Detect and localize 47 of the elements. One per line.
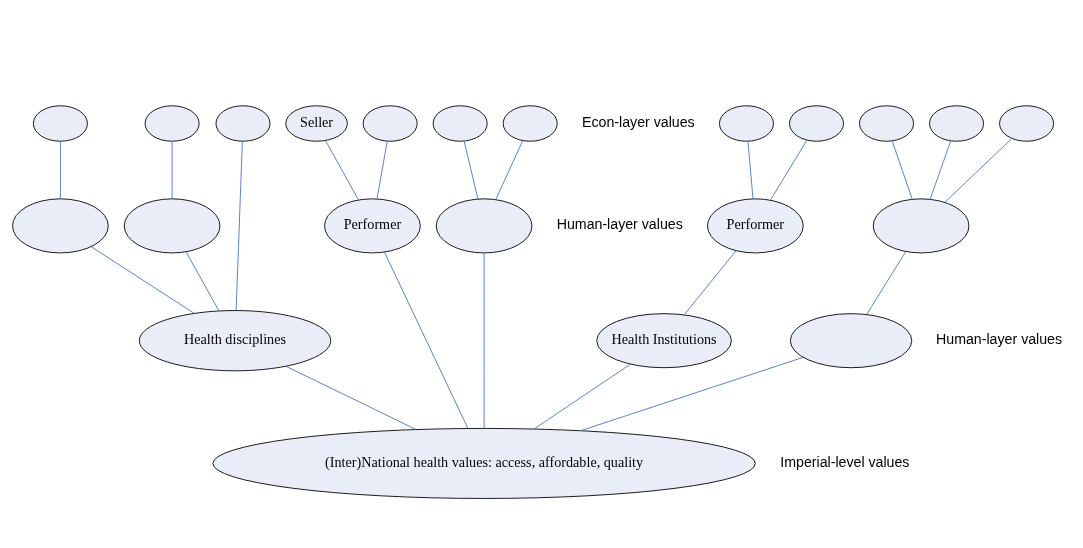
node-ellipse xyxy=(123,198,221,254)
connector xyxy=(483,252,485,429)
connector xyxy=(171,141,173,200)
node-ellipse xyxy=(859,105,914,142)
connector xyxy=(891,140,913,200)
node-ellipse xyxy=(789,313,913,369)
connector xyxy=(929,140,952,200)
connector xyxy=(185,251,220,312)
label: Imperial-level values xyxy=(780,453,910,470)
node-ellipse xyxy=(789,105,844,142)
connector xyxy=(770,139,808,201)
connector xyxy=(495,140,524,200)
node-ellipse xyxy=(929,105,985,142)
label: Human-layer values xyxy=(556,216,683,233)
connector xyxy=(944,138,1013,203)
connector xyxy=(747,140,754,200)
connector xyxy=(866,251,907,315)
connector xyxy=(325,140,359,201)
label: Econ-layer values xyxy=(582,113,695,130)
connector xyxy=(384,251,469,429)
node-ellipse xyxy=(999,105,1055,142)
node-ellipse xyxy=(872,198,970,254)
node-ellipse: Performer xyxy=(707,198,804,254)
node-ellipse xyxy=(719,105,774,142)
node-ellipse xyxy=(144,105,200,142)
connector xyxy=(235,140,243,311)
node-ellipse xyxy=(12,198,109,254)
connector xyxy=(533,363,631,430)
node-ellipse: Health disciplines xyxy=(138,310,332,372)
node-ellipse xyxy=(435,198,533,254)
node-ellipse xyxy=(502,105,558,142)
connector xyxy=(580,356,804,432)
node-ellipse xyxy=(362,105,418,142)
connector xyxy=(376,140,388,200)
node-ellipse xyxy=(432,105,488,142)
connector xyxy=(683,250,737,316)
node-ellipse xyxy=(32,105,88,142)
node-ellipse: Seller xyxy=(285,105,348,142)
connector xyxy=(285,365,417,430)
node-ellipse xyxy=(215,105,271,142)
node-ellipse: Health Institutions xyxy=(596,313,732,369)
connector xyxy=(463,140,479,200)
node-ellipse: Performer xyxy=(324,198,421,254)
node-ellipse: (Inter)National health values: access, affordable, quality xyxy=(212,428,756,499)
connector xyxy=(90,246,195,314)
label: Human-layer values xyxy=(936,331,1063,348)
connector xyxy=(59,141,61,200)
